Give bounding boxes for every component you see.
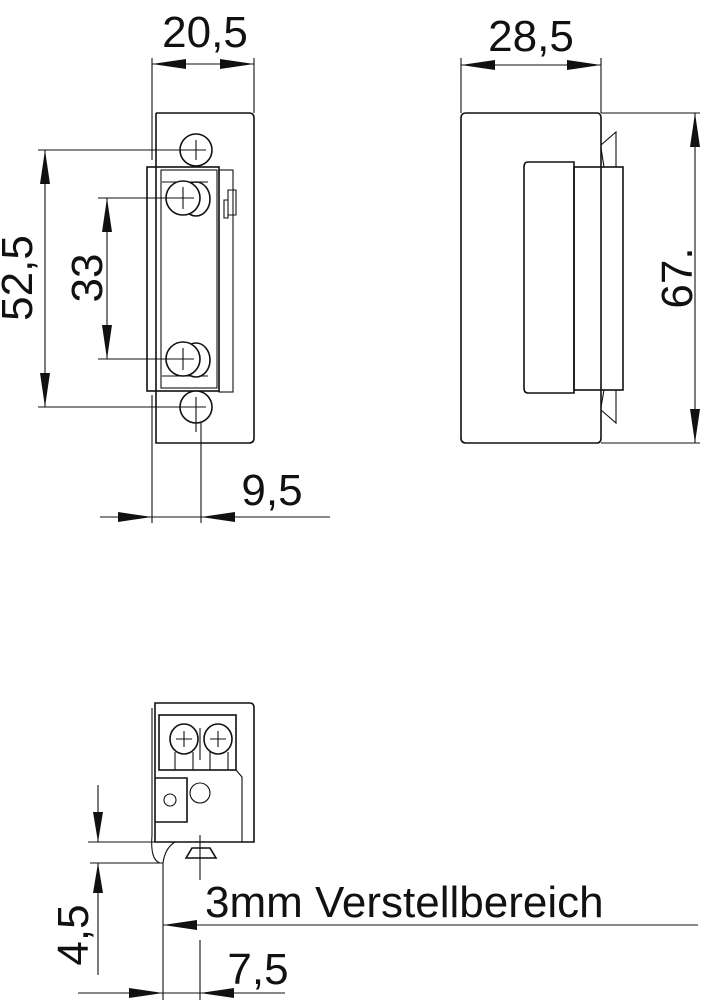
housing: [460, 112, 602, 444]
outer-screw-spacing-dimension: 52,5: [0, 235, 42, 321]
adjust-height-dimension: 4,5: [49, 904, 98, 965]
terminal-screw-icon: [203, 723, 233, 755]
front-view: 20,5 52,5 33 9,5: [0, 8, 330, 523]
side-view: 28,5 67.: [460, 12, 702, 444]
bottom-offset-dimension: 7,5: [227, 945, 288, 994]
adjust-range-label: 3mm Verstellbereich: [205, 878, 604, 927]
housing-bottom: [154, 702, 255, 843]
terminal-screw-icon: [169, 723, 199, 755]
offset-dimension: 9,5: [241, 466, 302, 515]
latch-block: [523, 161, 575, 394]
terminal-block: [158, 714, 237, 771]
width-dimension: 20,5: [162, 8, 248, 57]
countersunk-screw: [184, 847, 218, 859]
side-latch: [218, 169, 234, 393]
screw-icon: [179, 390, 213, 432]
inner-screw-spacing-dimension: 33: [63, 254, 112, 303]
faceplate: [155, 112, 255, 444]
height-dimension: 67.: [653, 247, 702, 308]
depth-dimension: 28,5: [488, 12, 574, 61]
bottom-view: 4,5 3mm Verstellbereich 7,5: [49, 702, 698, 1000]
